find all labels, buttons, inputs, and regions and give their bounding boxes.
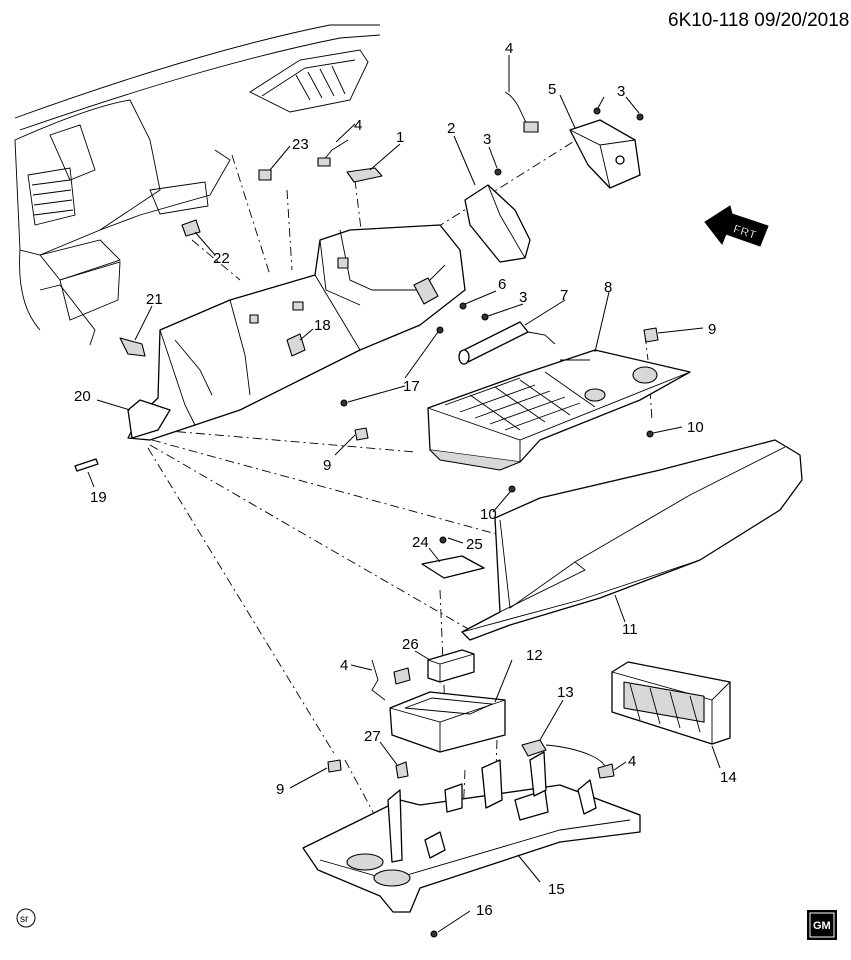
callout-7: 7 [560,287,568,304]
hardware-items [74,91,659,938]
callout-1: 1 [396,129,404,146]
callout-4-c: 4 [340,657,348,674]
leader-lines [87,55,721,933]
callout-9-c: 9 [276,781,284,798]
callout-21: 21 [146,291,163,308]
part-5-latch [569,119,641,189]
gm-logo: GM [807,910,837,940]
glove-box-housing [127,224,466,441]
callout-3-c: 3 [519,289,527,306]
callout-3-a: 3 [483,131,491,148]
callout-18: 18 [314,317,331,334]
instrument-panel-background [14,24,381,346]
callout-19: 19 [90,489,107,506]
callout-13: 13 [557,684,574,701]
callout-20: 20 [74,388,91,405]
callout-6: 6 [498,276,506,293]
part-12-storage-box [389,691,506,753]
callout-labels: 1 2 3 3 3 4 4 4 4 5 7 6 8 9 9 9 10 10 11… [74,40,737,919]
diagram-code: 6K10-118 09/20/2018 [668,10,850,31]
part-7-damper [458,321,556,365]
callout-24: 24 [412,534,429,551]
callout-3-b: 3 [617,83,625,100]
callout-5: 5 [548,81,556,98]
part-15-lower-frame [302,751,641,913]
callout-12: 12 [526,647,543,664]
front-direction-arrow: FRT [704,205,769,247]
part-11-glove-box-door [461,439,803,641]
callout-25: 25 [466,536,483,553]
part-8-tray [427,349,691,471]
callout-11: 11 [622,621,638,638]
callout-15: 15 [548,881,565,898]
sr-mark: sr [16,908,36,928]
callout-2: 2 [447,120,455,137]
callout-10-b: 10 [480,506,497,523]
callout-9-b: 9 [323,457,331,474]
callout-26: 26 [402,636,419,653]
callout-16: 16 [476,902,493,919]
sr-mark-text: sr [20,914,29,925]
callout-4-b: 4 [354,117,362,134]
callout-8: 8 [604,279,612,296]
gm-logo-text: GM [813,920,831,932]
callout-17: 17 [403,378,420,395]
callout-4-d: 4 [628,753,636,770]
part-14-module [611,661,731,745]
callout-23: 23 [292,136,309,153]
callout-4-a: 4 [505,40,513,57]
part-26-pad [427,649,475,683]
part-2-bracket [464,184,531,263]
callout-14: 14 [720,769,737,786]
callout-10-a: 10 [687,419,704,436]
callout-9-a: 9 [708,321,716,338]
callout-22: 22 [213,250,230,267]
callout-27: 27 [364,728,381,745]
